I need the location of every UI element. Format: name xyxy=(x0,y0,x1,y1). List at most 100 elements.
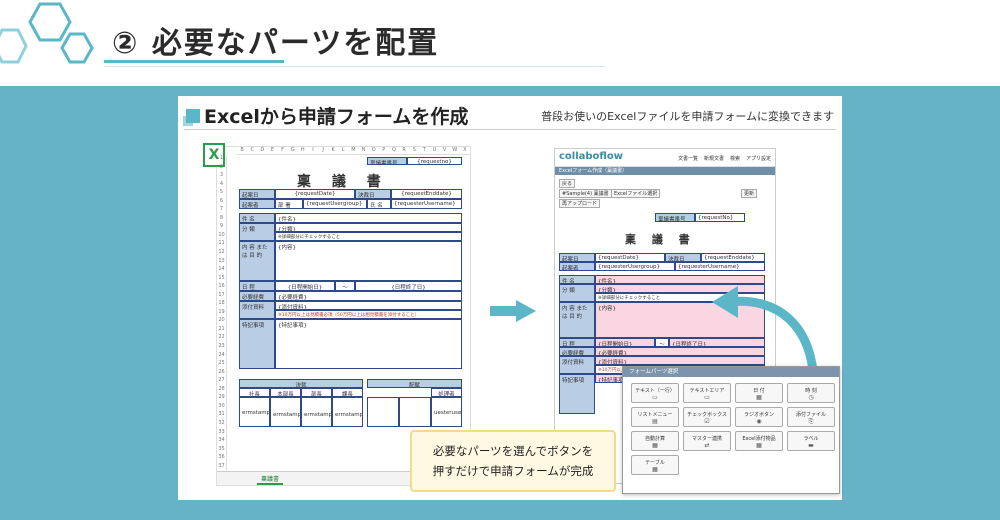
row-header[interactable]: 37 xyxy=(218,462,225,469)
column-header[interactable]: B xyxy=(240,147,244,153)
row-header[interactable]: 8 xyxy=(219,214,224,221)
row-header[interactable]: 20 xyxy=(218,317,225,324)
palette-part-button[interactable]: チェックボックス☑ xyxy=(683,407,731,427)
row-header[interactable]: 34 xyxy=(218,437,225,444)
palette-part-button[interactable]: 日 付▦ xyxy=(735,383,783,403)
row-header[interactable]: 36 xyxy=(218,454,225,461)
row-header[interactable]: 21 xyxy=(218,325,225,332)
column-header[interactable]: X xyxy=(463,147,467,153)
nav-item[interactable]: アプリ設定 xyxy=(745,156,771,162)
row-header[interactable]: 24 xyxy=(218,351,225,358)
palette-part-button[interactable]: 時 刻◷ xyxy=(787,383,835,403)
row-header[interactable]: 2 xyxy=(219,163,224,170)
palette-part-button[interactable]: 添付ファイル⎘ xyxy=(787,407,835,427)
excel-kenmei-value: {件名} xyxy=(275,213,462,223)
nav-item[interactable]: 検索 xyxy=(729,156,740,162)
row-header[interactable]: 13 xyxy=(218,257,225,264)
row-header[interactable]: 9 xyxy=(219,223,224,230)
palette-part-button[interactable]: ラジオボタン◉ xyxy=(735,407,783,427)
row-header[interactable]: 25 xyxy=(218,360,225,367)
row-header[interactable]: 26 xyxy=(218,368,225,375)
palette-part-icon: ▬ xyxy=(808,442,814,449)
palette-part-button[interactable]: マスター連携⇄ xyxy=(683,431,731,451)
column-header[interactable]: U xyxy=(432,147,437,153)
palette-part-label: チェックボックス xyxy=(687,412,727,418)
sample-select[interactable]: #Sample(4) 稟議書 xyxy=(559,189,612,198)
column-header[interactable]: P xyxy=(382,147,386,153)
column-header[interactable]: H xyxy=(300,147,305,153)
column-header[interactable]: L xyxy=(341,147,345,153)
card-title: Excelから申請フォームを作成 xyxy=(204,106,469,128)
row-header[interactable]: 33 xyxy=(218,428,225,435)
palette-part-label: ラベル xyxy=(803,436,819,442)
cf-end-field[interactable]: {日程終了日} xyxy=(669,338,765,347)
row-header[interactable]: 7 xyxy=(219,206,224,213)
row-header[interactable]: 22 xyxy=(218,334,225,341)
column-header[interactable]: W xyxy=(452,147,458,153)
row-header[interactable]: 4 xyxy=(219,180,224,187)
reupload-button[interactable]: 再アップロード xyxy=(559,199,601,208)
cf-kenmei-field[interactable]: {件名} xyxy=(595,275,765,284)
back-button[interactable]: 戻る xyxy=(559,179,576,188)
row-header[interactable]: 17 xyxy=(218,291,225,298)
palette-part-button[interactable]: ラベル▬ xyxy=(787,431,835,451)
row-header[interactable]: 23 xyxy=(218,343,225,350)
column-header[interactable]: O xyxy=(371,147,376,153)
row-header[interactable]: 5 xyxy=(219,189,224,196)
column-header[interactable]: M xyxy=(351,147,356,153)
column-header[interactable]: K xyxy=(331,147,335,153)
column-header[interactable]: N xyxy=(361,147,366,153)
palette-part-button[interactable]: Excel添付物品▦ xyxy=(735,431,783,451)
palette-part-button[interactable]: リストメニュー▤ xyxy=(631,407,679,427)
column-header[interactable]: T xyxy=(422,147,426,153)
column-header[interactable]: D xyxy=(260,147,265,153)
column-header[interactable]: V xyxy=(442,147,447,153)
sheet-tab[interactable]: 稟議書 xyxy=(257,474,284,485)
palette-part-button[interactable]: 自動計算▦ xyxy=(631,431,679,451)
row-header[interactable]: 30 xyxy=(218,402,225,409)
row-header[interactable]: 1 xyxy=(219,155,224,161)
row-header[interactable]: 12 xyxy=(218,249,225,256)
row-header[interactable]: 15 xyxy=(218,274,225,281)
excel-end-value: {日程終了日} xyxy=(355,281,462,291)
palette-part-icon: ▦ xyxy=(652,442,658,449)
column-header[interactable]: S xyxy=(412,147,416,153)
column-header[interactable]: F xyxy=(281,147,284,153)
card-heading: Excelから申請フォームを作成 xyxy=(186,102,468,129)
row-header[interactable]: 29 xyxy=(218,394,225,401)
sheet-tab-bar: 稟議書 xyxy=(217,471,470,485)
cf-start-field[interactable]: {日程開始日} xyxy=(595,338,655,347)
row-header[interactable]: 14 xyxy=(218,266,225,273)
column-header[interactable]: Q xyxy=(391,147,396,153)
cf-bunrui-field[interactable]: {分類} xyxy=(595,284,765,293)
palette-part-button[interactable]: テキスト（一行）▭ xyxy=(631,383,679,403)
row-header[interactable]: 10 xyxy=(218,231,225,238)
row-header[interactable]: 19 xyxy=(218,308,225,315)
column-header[interactable]: J xyxy=(322,147,324,153)
cf-hitsuyo-field[interactable]: {必要経費} xyxy=(595,347,765,356)
column-header[interactable]: I xyxy=(312,147,314,153)
excel-role: 社長 xyxy=(239,388,270,397)
nav-item[interactable]: 新規文書 xyxy=(703,156,724,162)
nav-item[interactable]: 文書一覧 xyxy=(677,156,698,162)
column-header[interactable]: C xyxy=(250,147,254,153)
column-header[interactable]: E xyxy=(270,147,275,153)
palette-part-button[interactable]: テキストエリア▭ xyxy=(683,383,731,403)
row-header[interactable]: 3 xyxy=(219,172,224,179)
update-button[interactable]: 更新 xyxy=(741,189,758,198)
row-header[interactable]: 31 xyxy=(218,411,225,418)
row-header[interactable]: 32 xyxy=(218,419,225,426)
palette-part-button[interactable]: テーブル▦ xyxy=(631,455,679,475)
row-header[interactable]: 27 xyxy=(218,377,225,384)
column-header[interactable]: G xyxy=(290,147,295,153)
excel-select-button[interactable]: Excelファイル選択 xyxy=(611,189,661,198)
row-header[interactable]: 28 xyxy=(218,385,225,392)
row-header[interactable]: 35 xyxy=(218,445,225,452)
row-header[interactable]: 16 xyxy=(218,283,225,290)
row-header[interactable]: 6 xyxy=(219,197,224,204)
row-header[interactable]: 11 xyxy=(218,240,225,247)
row-header[interactable]: 18 xyxy=(218,300,225,307)
cf-tenpu-field[interactable]: {添付資料} xyxy=(595,356,765,365)
excel-hitsuyo-label: 必要経費 xyxy=(239,291,275,301)
column-header[interactable]: R xyxy=(402,147,406,153)
